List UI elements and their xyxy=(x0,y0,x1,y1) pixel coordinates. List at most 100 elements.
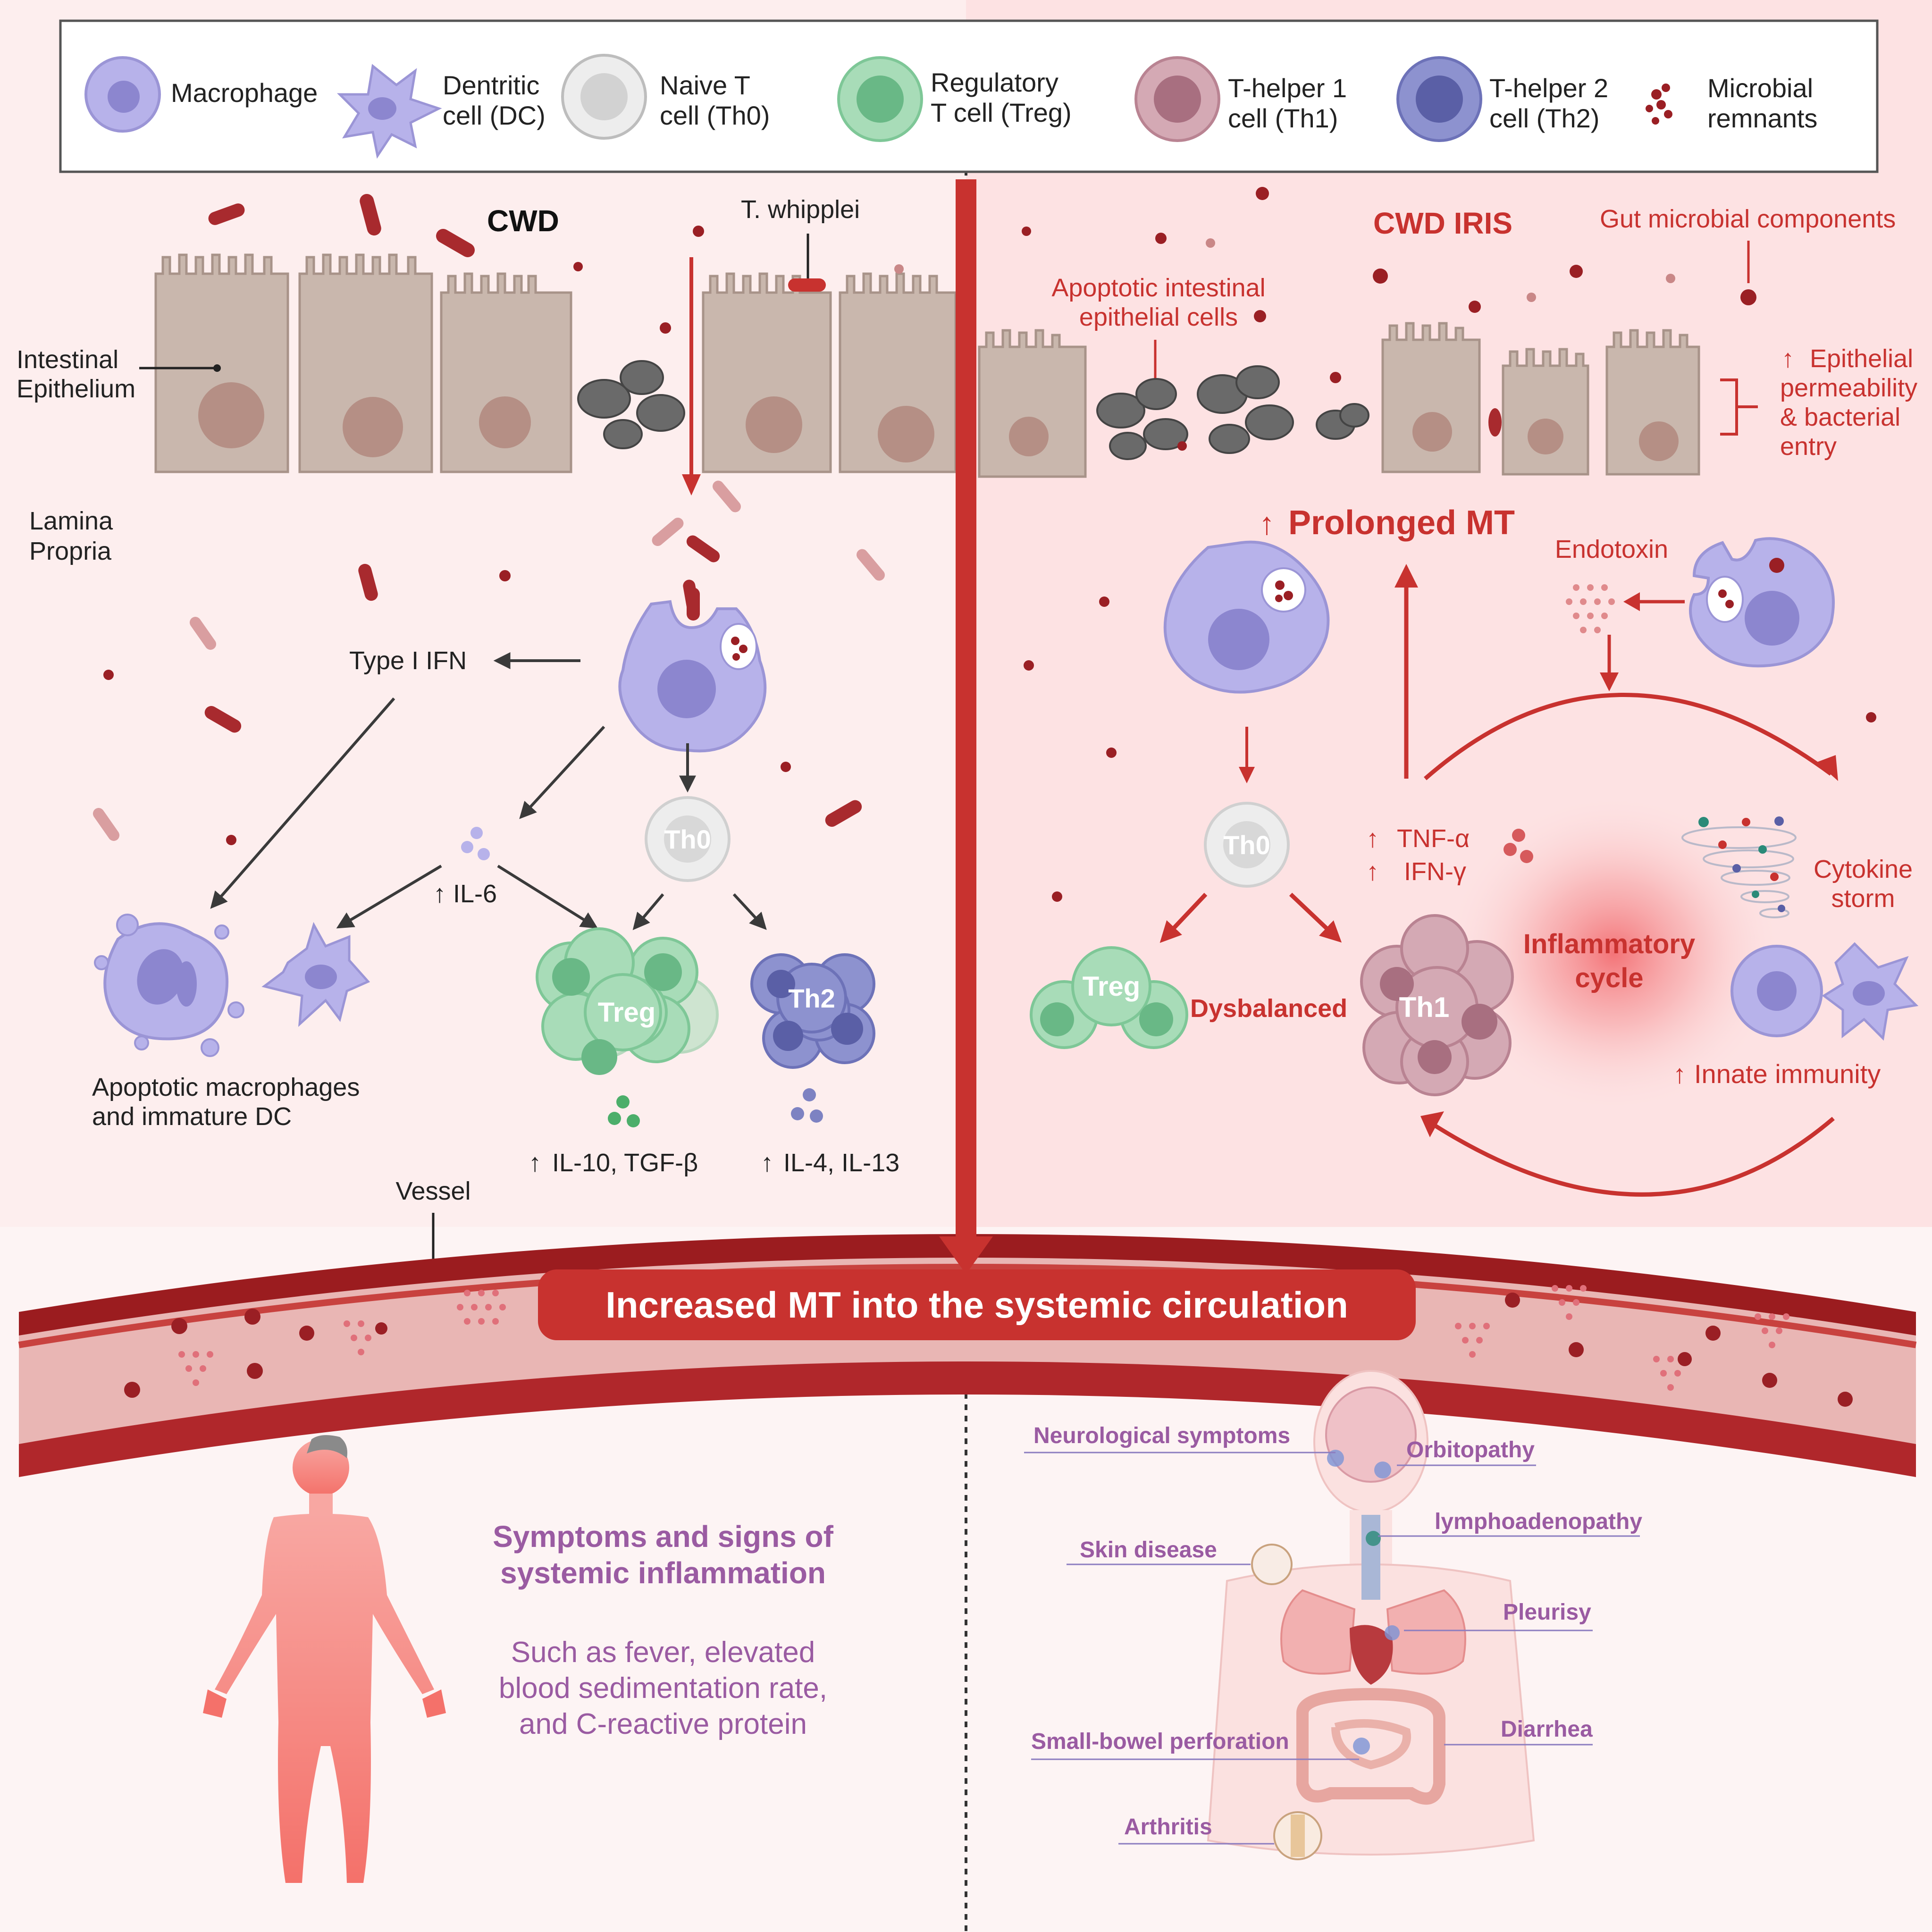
gut-microbial-label: Gut microbial components xyxy=(1600,205,1896,233)
skin-disease-label: Skin disease xyxy=(1080,1537,1217,1562)
intestinal-label-2: Epithelium xyxy=(17,375,135,403)
right-treg-arrow xyxy=(1159,892,1208,943)
left-bacteria-faded xyxy=(92,480,885,841)
th2-cluster xyxy=(750,953,875,1069)
cytokine-label-2: storm xyxy=(1831,884,1895,913)
dysbalanced-label: Dysbalanced xyxy=(1190,994,1347,1023)
th1-cluster xyxy=(1360,914,1514,1096)
right-th0-label: Th0 xyxy=(1223,830,1270,860)
microbial-remnants-icon xyxy=(1646,84,1672,125)
th2-label: Th2 xyxy=(788,983,835,1013)
innate-arrow-glyph: ↑ xyxy=(1673,1059,1686,1089)
th1-icon xyxy=(1134,56,1220,142)
cycle-arc-top xyxy=(1424,693,1832,781)
intestinal-label-1: Intestinal xyxy=(17,345,118,374)
right-macrophage-2 xyxy=(1689,537,1835,668)
symptoms-heading-2: systemic inflammation xyxy=(500,1556,826,1590)
legend-label-6b: cell (Th2) xyxy=(1489,103,1599,133)
cytokine-label-1: Cytokine xyxy=(1814,855,1913,883)
right-microbial-dots xyxy=(1022,187,1876,902)
apoptotic-epi-label-1: Apoptotic intestinal xyxy=(1051,274,1265,302)
inflammatory-label-2: cycle xyxy=(1575,963,1643,993)
anatomy-label-lines xyxy=(1024,1452,1640,1845)
left-th0-label: Th0 xyxy=(664,824,711,854)
il4-dots xyxy=(791,1088,823,1123)
anatomy-figure xyxy=(1207,1370,1535,1860)
diarrhea-label: Diarrhea xyxy=(1501,1717,1593,1742)
treg-nuclei xyxy=(552,953,682,1075)
il10-dots xyxy=(608,1095,640,1127)
legend xyxy=(59,19,1879,173)
mt-banner-text: Increased MT into the systemic circulati… xyxy=(605,1284,1348,1326)
permeability-label-1: Epithelial xyxy=(1810,344,1913,373)
il6-dots xyxy=(461,827,490,860)
apoptotic-label-2: and immature DC xyxy=(92,1102,292,1131)
vessel-cells xyxy=(124,1293,1853,1407)
legend-label-4b: T cell (Treg) xyxy=(931,98,1072,127)
lymphoadenopathy-label: lymphoadenopathy xyxy=(1435,1509,1642,1534)
arthritis-label: Arthritis xyxy=(1124,1814,1212,1840)
th1-label: Th1 xyxy=(1399,991,1450,1023)
legend-label-2b: cell (DC) xyxy=(443,101,546,130)
apoptotic-label-1: Apoptotic macrophages xyxy=(92,1073,360,1101)
left-epithelium xyxy=(154,253,957,473)
human-figure xyxy=(203,1435,446,1883)
right-treg-nuclei xyxy=(1040,1002,1173,1036)
th2-nuclei xyxy=(767,970,863,1051)
il4-label: IL-4, IL-13 xyxy=(783,1149,899,1177)
endotoxin-dots xyxy=(1566,584,1615,633)
lamina-label-1: Lamina xyxy=(29,507,113,535)
il4-arrow-glyph: ↑ xyxy=(761,1149,773,1177)
legend-label-3a: Naive T xyxy=(660,70,750,100)
vessel xyxy=(18,1234,1917,1477)
ifn-label: IFN-γ xyxy=(1404,857,1466,886)
neurological-label: Neurological symptoms xyxy=(1033,1423,1290,1448)
innate-macrophage xyxy=(1730,945,1823,1037)
legend-label-5a: T-helper 1 xyxy=(1228,73,1347,103)
pleurisy-label: Pleurisy xyxy=(1503,1600,1591,1625)
cwd-title: CWD xyxy=(487,204,559,238)
tnf-arrow-glyph: ↑ xyxy=(1366,824,1379,853)
cytokine-storm-swirl xyxy=(1681,826,1797,918)
permeability-bracket xyxy=(1720,378,1758,436)
th2-icon xyxy=(1396,56,1482,142)
left-th0-cell xyxy=(645,796,731,882)
naive-t-cell-icon xyxy=(561,54,647,140)
t-whipplei-label: T. whipplei xyxy=(741,195,860,224)
legend-label-3b: cell (Th0) xyxy=(660,101,770,130)
right-th0-cell xyxy=(1204,802,1290,888)
right-macrophage-1 xyxy=(1163,540,1330,694)
symptoms-body-2: blood sedimentation rate, xyxy=(499,1672,827,1705)
mt-banner xyxy=(538,1269,1416,1340)
permeability-label-3: & bacterial xyxy=(1780,403,1900,431)
prolonged-mt-arrow-glyph: ↑ xyxy=(1259,506,1275,541)
right-treg-label: Treg xyxy=(1083,971,1141,1002)
cycle-arc-bottom xyxy=(1426,1117,1835,1197)
left-macrophage xyxy=(618,588,767,753)
dendritic-cell-icon xyxy=(336,64,442,159)
legend-label-5b: cell (Th1) xyxy=(1228,103,1338,133)
treg-cluster xyxy=(536,927,719,1063)
legend-label-6a: T-helper 2 xyxy=(1489,73,1608,103)
symptoms-body-3: and C-reactive protein xyxy=(519,1708,807,1740)
left-flow-arrows xyxy=(210,652,767,930)
cwd-iris-title: CWD IRIS xyxy=(1373,206,1512,240)
center-mt-arrow xyxy=(956,179,976,1241)
right-epithelium xyxy=(978,322,1700,478)
treg-icon xyxy=(837,56,923,142)
endotoxin-label: Endotoxin xyxy=(1555,535,1668,563)
legend-label-7b: remnants xyxy=(1707,103,1817,133)
symptoms-heading-1: Symptoms and signs of xyxy=(493,1520,834,1554)
il10-label: IL-10, TGF-β xyxy=(552,1149,698,1177)
tnf-dots xyxy=(1504,829,1533,863)
orbitopathy-label: Orbitopathy xyxy=(1406,1437,1535,1462)
left-microbial-dots xyxy=(103,226,904,845)
ifn-arrow-glyph: ↑ xyxy=(1366,857,1379,886)
permeability-label-2: permeability xyxy=(1780,374,1917,402)
il10-arrow-glyph: ↑ xyxy=(529,1149,541,1177)
permeability-arrow-glyph: ↑ xyxy=(1781,344,1794,373)
macrophage-icon xyxy=(84,56,161,133)
inflammatory-label-1: Inflammatory xyxy=(1523,929,1695,959)
cytokine-dots xyxy=(1698,816,1785,912)
